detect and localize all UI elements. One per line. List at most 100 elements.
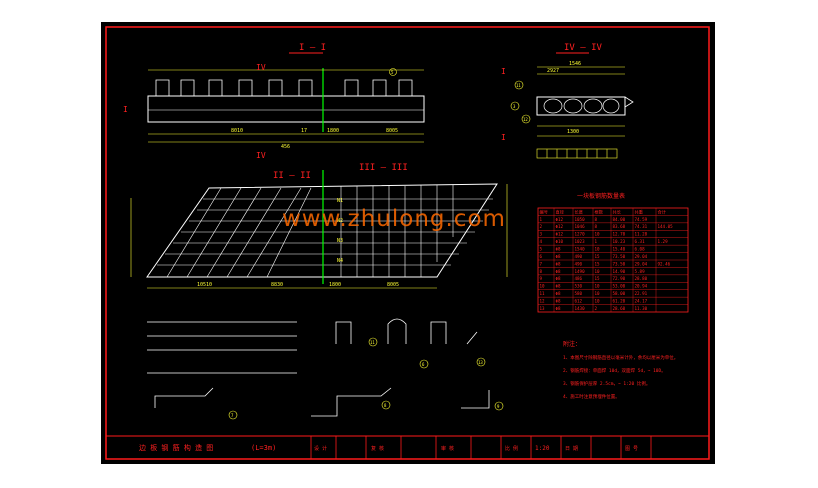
- table-cell: 58.00: [613, 291, 626, 296]
- table-header-cell: 共重: [635, 208, 643, 215]
- svg-text:2927: 2927: [547, 68, 559, 74]
- table-cell: Φ12: [556, 232, 564, 237]
- table-cell: 15: [595, 276, 601, 281]
- table-title: 一块板钢筋数量表: [577, 192, 625, 200]
- table-cell: 1430: [575, 306, 586, 311]
- svg-text:1546: 1546: [569, 61, 581, 67]
- section-i-view: I — I 8010 17 1800 8005 456 I IV IV 5: [123, 43, 425, 160]
- svg-text:IV: IV: [256, 151, 266, 160]
- table-cell: 6: [540, 254, 543, 259]
- title-block: 边 板 钢 筋 构 造 图 (L=3m) 设 计 复 核 审 核 比 例 1:2…: [105, 435, 710, 460]
- table-cell: 530: [575, 284, 583, 289]
- svg-text:11: 11: [516, 83, 521, 88]
- table-cell: 6.31: [635, 239, 646, 244]
- table-cell: 1046: [575, 224, 586, 229]
- svg-text:日 期: 日 期: [565, 446, 578, 452]
- table-cell: 1023: [575, 239, 586, 244]
- table-cell: 73.50: [613, 254, 626, 259]
- svg-text:9: 9: [497, 404, 500, 409]
- table-cell: 490: [575, 261, 583, 266]
- table-cell: 13: [540, 306, 546, 311]
- svg-text:2、钢筋焊接：单面焊 10d，双面焊 5d，~ 10D。: 2、钢筋焊接：单面焊 10d，双面焊 5d，~ 10D。: [563, 367, 666, 374]
- table-cell: 72.90: [613, 276, 626, 281]
- table-cell: Φ8: [556, 254, 562, 259]
- svg-text:8005: 8005: [386, 128, 398, 134]
- table-cell: 10.23: [613, 239, 626, 244]
- table-cell: 5.89: [635, 269, 646, 274]
- table-cell: 2: [540, 224, 543, 229]
- table-cell: 10: [595, 269, 601, 274]
- table-cell: 20.94: [635, 284, 648, 289]
- table-cell: 1: [595, 239, 598, 244]
- notes-block: 附注： 1、本图尺寸除钢筋直径以毫米计外，余均以厘米为单位。 2、钢筋焊接：单面…: [563, 340, 678, 400]
- svg-text:I: I: [123, 105, 128, 114]
- svg-text:3: 3: [513, 104, 516, 109]
- section-iv-view: IV — IV 1546 2927 1300 I I 11 3 12: [501, 43, 634, 159]
- plan-view: II — II III — III 10510 8830 1800 800: [130, 163, 508, 289]
- table-cell: 8: [540, 269, 543, 274]
- drawing-sheet: I — I 8010 17 1800 8005 456 I IV IV 5: [101, 22, 715, 464]
- svg-text:N3: N3: [337, 238, 343, 244]
- svg-text:456: 456: [281, 144, 290, 150]
- table-cell: 11.30: [635, 306, 648, 311]
- svg-text:11: 11: [370, 340, 375, 345]
- table-header-cell: 编号: [540, 208, 548, 215]
- svg-text:图 号: 图 号: [625, 446, 638, 452]
- cad-drawing: I — I 8010 17 1800 8005 456 I IV IV 5: [105, 26, 710, 460]
- table-cell: 15: [595, 254, 601, 259]
- table-cell: Φ10: [556, 239, 564, 244]
- table-cell: Φ8: [556, 269, 562, 274]
- table-cell: 12.70: [613, 232, 626, 237]
- table-cell: 1.29: [658, 239, 669, 244]
- table-cell: Φ8: [556, 261, 562, 266]
- svg-text:4、施工时注意预埋件位置。: 4、施工时注意预埋件位置。: [563, 393, 620, 400]
- table-cell: 1: [540, 217, 543, 222]
- table-cell: 83.68: [613, 224, 626, 229]
- table-cell: 1270: [575, 232, 586, 237]
- table-cell: Φ12: [556, 217, 564, 222]
- table-header-cell: 长度: [575, 208, 584, 215]
- svg-text:审 核: 审 核: [441, 445, 454, 452]
- svg-text:13: 13: [478, 360, 483, 365]
- table-cell: Φ8: [556, 298, 562, 303]
- table-cell: 2: [595, 306, 598, 311]
- table-cell: 61.20: [613, 298, 626, 303]
- table-cell: 10: [595, 246, 601, 251]
- table-cell: 8: [595, 217, 598, 222]
- table-cell: 9: [540, 276, 543, 281]
- span-label: (L=3m): [251, 444, 276, 452]
- svg-text:8005: 8005: [387, 282, 399, 288]
- table-cell: 10: [595, 232, 601, 237]
- table-header-cell: 合计: [658, 208, 666, 215]
- section-i-title: I — I: [299, 43, 326, 53]
- table-cell: 5: [540, 246, 543, 251]
- svg-text:12: 12: [523, 117, 528, 122]
- svg-text:N4: N4: [337, 258, 343, 264]
- table-header-cell: 直径: [556, 208, 564, 214]
- table-cell: 92.46: [658, 261, 671, 266]
- svg-text:17: 17: [301, 128, 307, 134]
- table-cell: 28.80: [635, 276, 648, 281]
- svg-text:5: 5: [391, 70, 394, 75]
- svg-text:1800: 1800: [329, 282, 341, 288]
- table-cell: 11: [540, 291, 546, 296]
- table-cell: 84.00: [613, 217, 626, 222]
- svg-text:8: 8: [384, 403, 387, 408]
- svg-text:比 例: 比 例: [505, 445, 518, 452]
- table-cell: 53.00: [613, 284, 626, 289]
- svg-text:设 计: 设 计: [314, 445, 327, 452]
- svg-text:III — III: III — III: [359, 163, 408, 173]
- table-cell: 24.17: [635, 298, 648, 303]
- svg-text:1300: 1300: [567, 129, 579, 135]
- svg-text:IV — IV: IV — IV: [564, 43, 603, 53]
- rebar-details: [147, 318, 490, 417]
- table-cell: 29.04: [635, 261, 648, 266]
- svg-text:1800: 1800: [327, 128, 339, 134]
- table-cell: 74.59: [635, 217, 648, 222]
- table-cell: 15.40: [613, 246, 626, 251]
- svg-text:II — II: II — II: [273, 171, 311, 181]
- drawing-name: 边 板 钢 筋 构 造 图: [139, 443, 213, 452]
- table-cell: 8: [595, 224, 598, 229]
- svg-text:I: I: [501, 67, 506, 76]
- svg-text:IV: IV: [256, 63, 266, 72]
